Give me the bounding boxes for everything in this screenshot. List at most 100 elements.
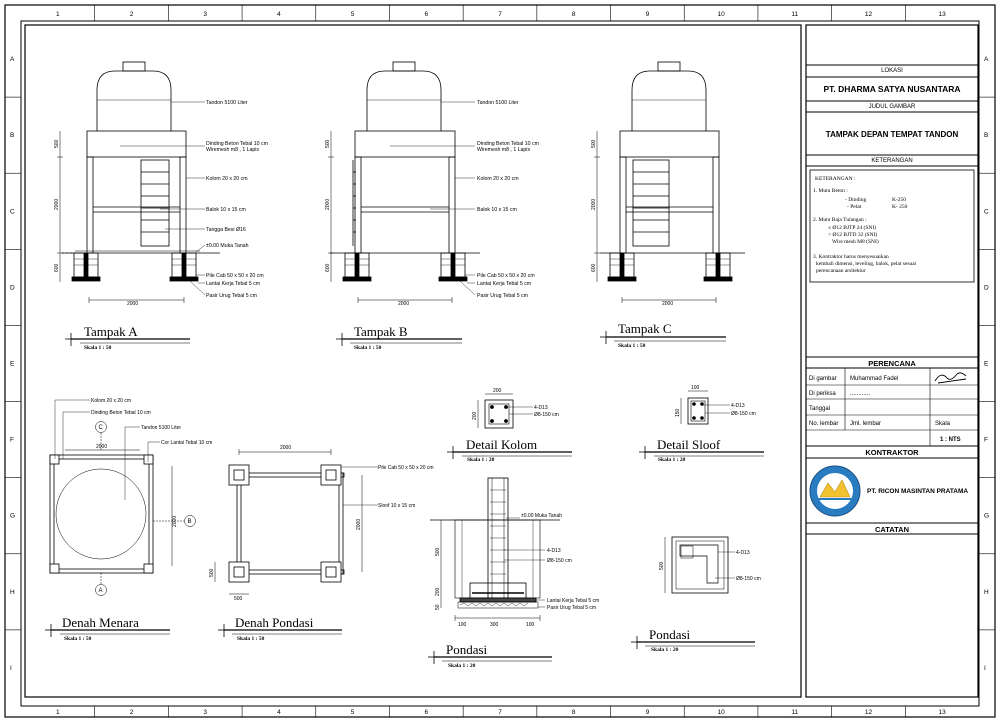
tanggal-label: Tanggal (809, 406, 830, 412)
grid-col-label: 11 (791, 709, 798, 716)
contractor-logo (809, 465, 861, 517)
grid-row-label: H (984, 589, 989, 596)
note-1a-value: K-250 (892, 197, 906, 203)
grid-row-label: C (10, 208, 15, 215)
tampak-c-dim-600: 600 (591, 263, 597, 272)
grid-col-label: 8 (572, 709, 576, 716)
denah-pondasi-annotations: Pile Cab 50 x 50 x 20 cm Sloof 10 x 15 c… (209, 445, 434, 602)
pondasi-dim-200: 200 (435, 587, 441, 596)
denah-pondasi-dim-500b: 500 (234, 596, 243, 602)
grid-col-label: 12 (865, 11, 873, 18)
grid-row-label: F (984, 437, 988, 444)
elevation-tampak-c (594, 61, 745, 303)
digambar-value: Muhammad Fadel (850, 376, 898, 382)
skala-value: 1 : NTS (940, 437, 961, 443)
grid-row-label: B (984, 132, 988, 139)
grid-row-label: G (10, 513, 15, 520)
detail-sloof-section (680, 390, 730, 425)
note-3-line3: perencanaan arsitektur (816, 268, 866, 274)
tampak-a-label-muka-tanah: ±0.00 Muka Tanah (206, 243, 249, 249)
tampak-a-label-balok: Balok 10 x 15 cm (206, 207, 246, 213)
tampak-a-label-lantai-kerja: Lantai Kerja Tebal 5 cm (206, 281, 260, 287)
grid-row-label: B (10, 132, 14, 139)
note-1-title: 1. Mutu Beton : (813, 188, 848, 194)
grid-col-label: 2 (130, 11, 134, 18)
judul-value: TAMPAK DEPAN TEMPAT TANDON (826, 130, 959, 139)
grid-row-label: H (10, 589, 15, 596)
grid-col-label: 3 (203, 11, 207, 18)
tampak-b-label-tandon: Tandon 5100 Liter (477, 100, 519, 106)
kontraktor-value: PT. RICON MASINTAN PRATAMA (867, 488, 968, 495)
grid-col-label: 1 (56, 11, 60, 18)
pondasi-label-muka-tanah: ±0.00 Muka Tanah (521, 513, 562, 519)
scale-detail-sloof: Skala 1 : 20 (658, 457, 686, 463)
pondasi-plan-label-d8: Ø8-150 cm (736, 576, 761, 582)
tampak-b-label-kolom: Kolom 20 x 20 cm (477, 176, 519, 182)
denah-menara-label-cor-lantai: Cor Lantai Tebal 10 cm (161, 440, 212, 446)
denah-pondasi-dim-500a: 500 (209, 568, 215, 577)
grid-col-label: 4 (277, 709, 281, 716)
title-tampak-b: Tampak B (354, 324, 408, 339)
pondasi-plan-annotations: 4-D13 Ø8-150 cm 500 (659, 550, 761, 582)
pondasi-plan (664, 536, 735, 594)
scale-denah-menara: Skala 1 : 50 (64, 636, 92, 642)
pondasi-plan-dim-500: 500 (659, 561, 665, 570)
title-tampak-a: Tampak A (84, 324, 138, 339)
tampak-b-label-pasir-urug: Pasir Urug Tebal 5 cm (477, 293, 528, 299)
grid-row-label: A (10, 56, 15, 63)
note-3-line1: 3. Kontraktor harus menyesuaikan (813, 254, 889, 260)
grid-col-label: 7 (498, 11, 502, 18)
pondasi-label-lantai-kerja: Lantai Kerja Tebal 5 cm (547, 598, 599, 604)
note-2a: ≤ Ø12 BJTP 24 (SNI) (828, 224, 876, 231)
pondasi-label-d8: Ø8-150 cm (547, 558, 572, 564)
scale-pondasi-left: Skala 1 : 20 (448, 663, 476, 669)
keterangan-head: KETERANGAN : (815, 176, 856, 182)
title-denah-pondasi: Denah Pondasi (235, 615, 314, 630)
marker-c: C (99, 425, 104, 431)
tampak-a-label-tangga: Tangga Besi Ø16 (206, 227, 246, 233)
judul-label: JUDUL GAMBAR (869, 104, 916, 110)
grid-col-label: 10 (717, 709, 725, 716)
tampak-b-label-balok: Balok 10 x 15 cm (477, 207, 517, 213)
title-block (805, 24, 979, 698)
marker-a: A (99, 588, 103, 594)
tampak-a-label-pile-cap: Pile Cab 50 x 50 x 20 cm (206, 273, 264, 279)
grid-col-label: 12 (865, 709, 873, 716)
elevation-tampak-b (328, 61, 480, 303)
inner-frame (20, 20, 980, 707)
pondasi-label-pasir-urug: Pasir Urug Tebal 5 cm (547, 605, 596, 611)
title-pondasi-left: Pondasi (446, 642, 488, 657)
scale-detail-kolom: Skala 1 : 20 (467, 457, 495, 463)
grid-col-label: 2 (130, 709, 134, 716)
note-2-title: 2. Mutu Baja Tulangan : (813, 217, 867, 223)
tampak-a-label-pasir-urug: Pasir Urug Tebal 5 cm (206, 293, 257, 299)
denah-menara-dim-side: 2000 (172, 516, 178, 527)
title-denah-menara: Denah Menara (62, 615, 139, 630)
grid-row-label: C (984, 208, 989, 215)
grid-col-label: 13 (939, 709, 947, 716)
grid-col-label: 5 (351, 709, 355, 716)
pondasi-section (430, 477, 560, 621)
lokasi-value: PT. DHARMA SATYA NUSANTARA (823, 84, 960, 94)
jmllembar-label: Jml. lembar (850, 421, 881, 427)
nolembar-label: No. lembar (809, 421, 838, 427)
catatan-label: CATATAN (875, 525, 909, 534)
plan-denah-pondasi (214, 449, 378, 595)
grid-col-label: 9 (646, 709, 650, 716)
note-3-line2: kembali dimensi, leveling, balok, pelat … (816, 261, 917, 267)
keterangan-notes: KETERANGAN : 1. Mutu Beton : - Dinding K… (813, 176, 917, 274)
detail-sloof-label-d8: Ø8-150 cm (731, 411, 756, 417)
grid-col-label: 6 (424, 709, 428, 716)
tampak-b-label-dinding: Dinding Beton Tebal 10 cm (477, 141, 539, 147)
scale-tampak-c: Skala 1 : 50 (618, 343, 646, 349)
plan-denah-menara (49, 399, 196, 596)
tampak-b-dim-500: 500 (325, 139, 331, 148)
pondasi-dim-100b: 100 (526, 622, 535, 628)
grid-row-label: E (984, 361, 989, 368)
grid-col-label: 5 (351, 11, 355, 18)
grid-col-label: 1 (56, 709, 60, 716)
detail-sloof-label-d13: 4-D13 (731, 403, 745, 409)
